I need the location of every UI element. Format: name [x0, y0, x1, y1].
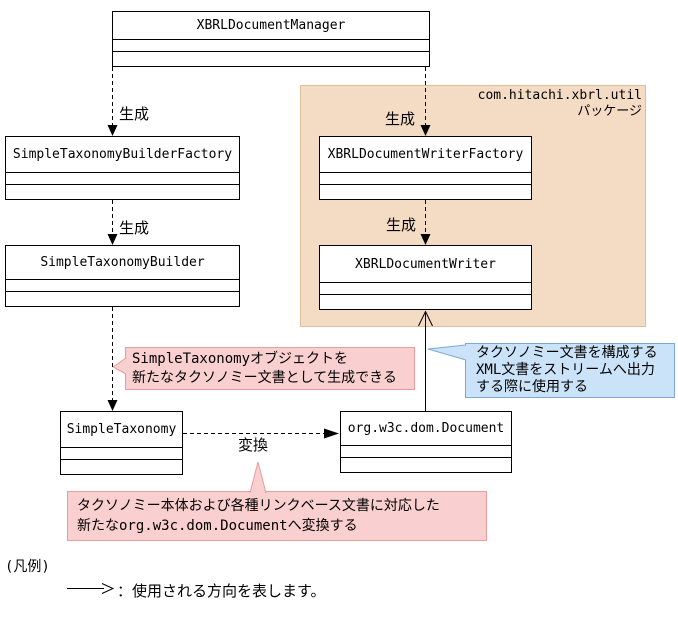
attributes-compartment — [6, 172, 239, 184]
attributes-compartment — [320, 172, 531, 184]
edge-label-generate-4: 生成 — [386, 216, 417, 234]
note-tail-writer-usage — [427, 344, 467, 361]
package-suffix: パッケージ — [577, 104, 642, 119]
operations-compartment — [61, 459, 182, 474]
class-box-simpletaxonomybuilderfactory: SimpleTaxonomyBuilderFactory — [5, 136, 240, 200]
note-line: タクソノミー文書を構成する — [476, 345, 658, 361]
arrowhead-simpletaxonomy-to-document — [324, 428, 339, 439]
edge-label-generate-3: 生成 — [119, 219, 150, 237]
operations-compartment — [320, 294, 531, 309]
class-title-orgw3cdomdocument: org.w3c.dom.Document — [347, 421, 505, 436]
class-box-xbrldocumentwriter: XBRLDocumentWriter — [319, 245, 532, 310]
note-line: SimpleTaxonomyオブジェクトを — [132, 351, 349, 367]
attributes-compartment — [61, 447, 182, 459]
class-title-xbrldocumentwriter: XBRLDocumentWriter — [355, 256, 496, 272]
class-title-xbrldocumentmanager: XBRLDocumentManager — [196, 18, 346, 33]
operations-compartment — [341, 457, 511, 472]
class-box-xbrldocumentwriterfactory: XBRLDocumentWriterFactory — [319, 136, 532, 200]
class-box-simpletaxonomy: SimpleTaxonomy — [60, 411, 183, 475]
legend-arrowhead — [101, 583, 115, 594]
note-line: する際に使用する — [476, 379, 588, 395]
class-title-simpletaxonomybuilder: SimpleTaxonomyBuilder — [40, 255, 205, 270]
edge-label-generate-1: 生成 — [119, 105, 150, 123]
note-convert: タクソノミー本体および各種リンクベース文書に対応した 新たなorg.w3c.do… — [67, 491, 487, 541]
note-line: 新たなorg.w3c.dom.Documentへ変換する — [77, 518, 358, 534]
package-name: com.hitachi.xbrl.util — [477, 88, 642, 103]
arrowhead-stbuilder-to-simpletaxonomy — [107, 400, 118, 411]
note-line: タクソノミー本体および各種リンクベース文書に対応した — [77, 498, 440, 514]
class-box-xbrldocumentmanager: XBRLDocumentManager — [112, 11, 430, 67]
legend-description: ：使用される方向を表します。 — [117, 582, 326, 600]
operations-compartment — [6, 291, 239, 306]
note-tail-convert — [249, 461, 267, 494]
package-label: com.hitachi.xbrl.util パッケージ — [478, 88, 642, 120]
operations-compartment — [320, 184, 531, 199]
attributes-compartment — [341, 445, 511, 457]
legend-title: (凡例) — [5, 559, 50, 575]
note-line: 新たなタクソノミー文書として生成できる — [132, 370, 397, 386]
note-simple-taxonomy: SimpleTaxonomyオブジェクトを 新たなタクソノミー文書として生成でき… — [125, 347, 415, 390]
edge-label-convert: 変換 — [238, 436, 269, 454]
operations-compartment — [113, 51, 429, 66]
attributes-compartment — [6, 279, 239, 291]
class-title-xbrldocumentwriterfactory: XBRLDocumentWriterFactory — [327, 147, 524, 162]
operations-compartment — [6, 184, 239, 199]
class-box-orgw3cdomdocument: org.w3c.dom.Document — [340, 411, 512, 473]
attributes-compartment — [320, 282, 531, 294]
class-title-simpletaxonomy: SimpleTaxonomy — [66, 422, 177, 437]
class-title-simpletaxonomybuilderfactory: SimpleTaxonomyBuilderFactory — [12, 147, 233, 162]
arrowhead-stbfactory-to-stbuilder — [107, 234, 118, 245]
edge-label-generate-2: 生成 — [385, 110, 416, 128]
note-line: XML文書をストリームへ出力 — [476, 362, 655, 378]
arrowhead-manager-to-stbfactory — [107, 125, 118, 136]
class-box-simpletaxonomybuilder: SimpleTaxonomyBuilder — [5, 245, 240, 307]
note-writer-usage: タクソノミー文書を構成する XML文書をストリームへ出力 する際に使用する — [465, 343, 675, 398]
attributes-compartment — [113, 39, 429, 51]
